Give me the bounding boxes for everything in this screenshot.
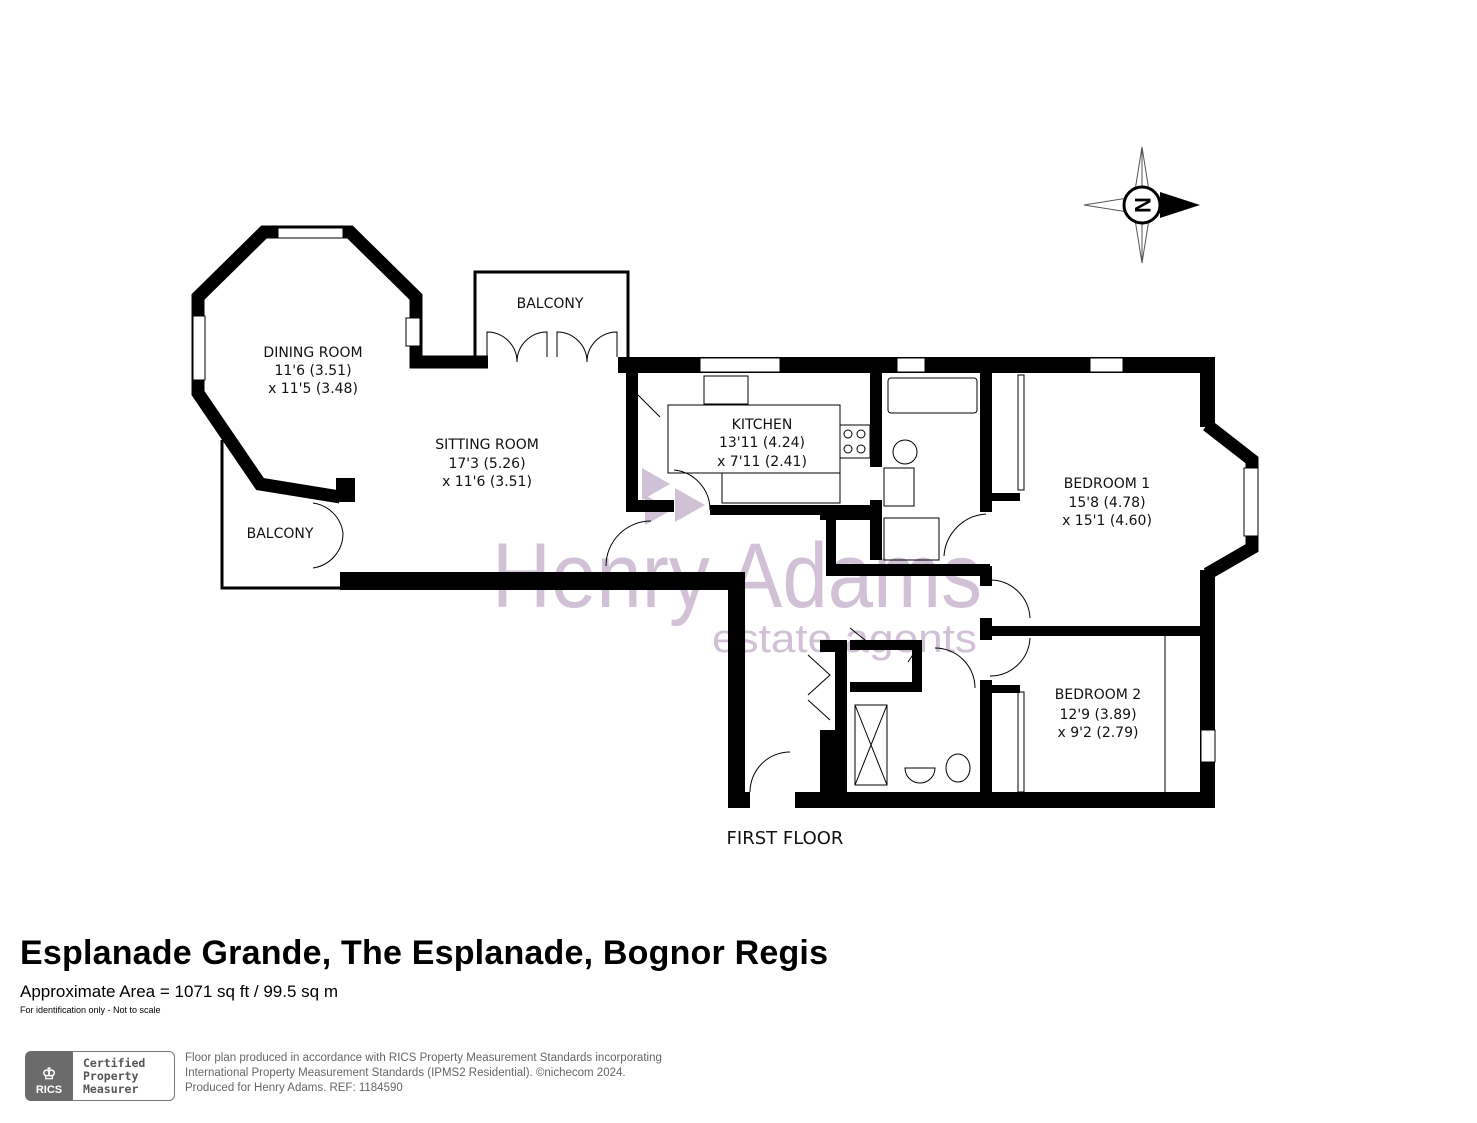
window (405, 317, 421, 347)
compass-letter: N (1130, 197, 1155, 213)
property-title: Esplanade Grande, The Esplanade, Bognor … (20, 934, 829, 972)
shower-icon (883, 517, 940, 561)
sink-icon (703, 375, 749, 405)
room-name: KITCHEN (732, 417, 793, 433)
room-bedroom-1: BEDROOM 1 15'8 (4.78) x 15'1 (4.60) (1062, 476, 1152, 529)
approximate-area: Approximate Area = 1071 sq ft / 99.5 sq … (20, 982, 338, 1001)
toilet-icon (892, 439, 918, 465)
rics-logo-text: RICS (35, 1084, 63, 1096)
legal-text: Floor plan produced in accordance with R… (185, 1051, 662, 1096)
room-dimension: 17'3 (5.26) (448, 456, 525, 472)
disclaimer: For identification only - Not to scale (20, 1005, 161, 1015)
room-dimension: x 11'6 (3.51) (442, 474, 532, 490)
room-name: DINING ROOM (263, 345, 362, 361)
room-dimension: 12'9 (3.89) (1059, 707, 1136, 723)
balcony-outlines (220, 270, 630, 590)
rics-badge: ♔RICS Certified Property Measurer (25, 1051, 175, 1101)
basin-icon (904, 767, 936, 784)
room-name: BEDROOM 1 (1064, 476, 1150, 492)
window (699, 357, 781, 373)
room-dimension: x 9'2 (2.79) (1058, 725, 1139, 741)
window (1243, 467, 1259, 537)
cert-line: Certified (83, 1056, 146, 1070)
toilet-icon (945, 753, 971, 783)
room-dimension: x 15'1 (4.60) (1062, 513, 1152, 529)
cert-line: Property (83, 1069, 139, 1083)
bathtub-icon (887, 377, 978, 414)
watermark-logo-icon (642, 468, 670, 500)
lion-icon: ♔ (41, 1066, 57, 1083)
legal-line: Produced for Henry Adams. REF: 1184590 (185, 1082, 403, 1094)
room-kitchen: KITCHEN 13'11 (4.24) x 7'11 (2.41) (717, 417, 807, 470)
hob-icon (839, 424, 871, 459)
window (896, 357, 926, 373)
floor-label: FIRST FLOOR (727, 828, 844, 849)
room-name: BEDROOM 2 (1055, 687, 1141, 703)
cert-line: Measurer (83, 1082, 139, 1096)
room-dimension: x 7'11 (2.41) (717, 454, 807, 470)
watermark-logo-icon (675, 488, 705, 522)
certified-text: Certified Property Measurer (73, 1051, 175, 1101)
room-dimension: 11'6 (3.51) (274, 363, 351, 379)
room-balcony-left: BALCONY (247, 526, 314, 542)
basin-icon (883, 467, 915, 507)
window (1089, 357, 1124, 373)
shower-icon (854, 704, 888, 786)
legal-line: Floor plan produced in accordance with R… (185, 1052, 662, 1064)
rics-logo: ♔RICS (25, 1051, 73, 1101)
fixtures (667, 374, 1166, 793)
floor-plan: Henry Adams estate agents (191, 146, 1259, 849)
room-dining: DINING ROOM 11'6 (3.51) x 11'5 (3.48) (263, 345, 362, 397)
room-name: SITTING ROOM (435, 437, 539, 453)
compass-icon: N (1083, 146, 1200, 264)
window (192, 315, 206, 381)
windows (192, 227, 1259, 763)
wardrobe (1017, 691, 1025, 793)
window (277, 227, 344, 239)
wardrobe (1017, 374, 1025, 491)
room-dimension: 15'8 (4.78) (1068, 495, 1145, 511)
room-bedroom-2: BEDROOM 2 12'9 (3.89) x 9'2 (2.79) (1055, 687, 1141, 741)
room-balcony-top: BALCONY (517, 296, 584, 312)
doors (312, 331, 1031, 793)
room-dimension: x 11'5 (3.48) (268, 381, 358, 397)
legal-line: International Property Measurement Stand… (185, 1067, 626, 1079)
window (1200, 729, 1216, 763)
room-sitting: SITTING ROOM 17'3 (5.26) x 11'6 (3.51) (435, 437, 539, 490)
room-dimension: 13'11 (4.24) (719, 435, 805, 451)
